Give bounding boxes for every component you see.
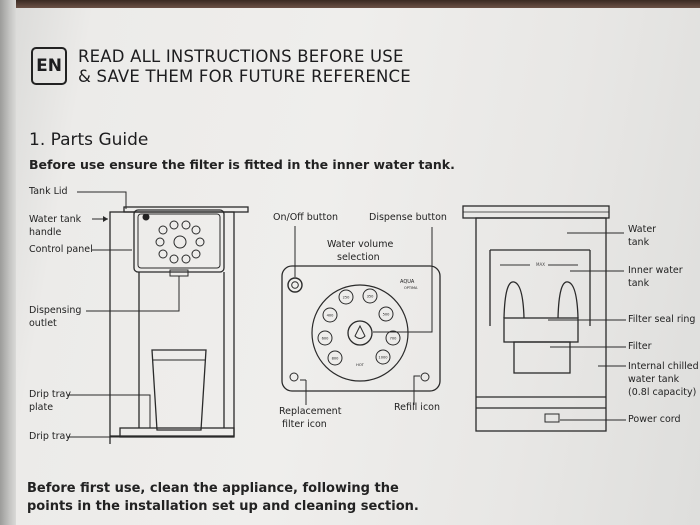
outro-line-2: points in the installation set up and cl… bbox=[27, 499, 419, 514]
label-inner-water-tank-1: Inner water bbox=[628, 265, 683, 276]
section-title: 1. Parts Guide bbox=[29, 130, 149, 150]
label-on-off-button: On/Off button bbox=[273, 212, 339, 223]
label-filter: Filter bbox=[628, 341, 652, 352]
label-tank-lid: Tank Lid bbox=[29, 186, 68, 197]
language-badge: EN bbox=[31, 47, 67, 85]
label-water-volume-2: selection bbox=[337, 252, 380, 263]
label-replacement-filter-2: filter icon bbox=[282, 419, 327, 430]
label-filter-seal-ring: Filter seal ring bbox=[628, 314, 696, 325]
volume-btn-700: 700 bbox=[390, 337, 398, 341]
label-water-volume-1: Water volume bbox=[327, 239, 394, 250]
volume-btn-350: 350 bbox=[367, 295, 375, 299]
heading-line-1: READ ALL INSTRUCTIONS BEFORE USE bbox=[78, 47, 404, 66]
label-refill-icon: Refill icon bbox=[394, 402, 440, 413]
volume-btn-600: 600 bbox=[322, 337, 330, 341]
label-internal-chilled-2: water tank bbox=[628, 374, 680, 385]
label-drip-tray-plate-1: Drip tray bbox=[29, 389, 71, 400]
label-internal-chilled-3: (0.8l capacity) bbox=[628, 387, 697, 398]
front-view-dispenser bbox=[109, 206, 249, 444]
label-inner-water-tank-2: tank bbox=[628, 278, 650, 289]
brand-logo-line2: OPTIMA bbox=[404, 286, 418, 290]
label-water-tank-1: Water bbox=[628, 224, 657, 235]
label-power-cord: Power cord bbox=[628, 414, 681, 425]
outro-line-1: Before first use, clean the appliance, f… bbox=[27, 481, 399, 496]
max-mark: MAX bbox=[536, 262, 545, 267]
volume-btn-400: 400 bbox=[327, 314, 335, 318]
label-dispensing-outlet-2: outlet bbox=[29, 318, 57, 329]
side-view-dispenser bbox=[462, 205, 610, 432]
label-drip-tray: Drip tray bbox=[29, 431, 71, 442]
label-dispensing-outlet-1: Dispensing bbox=[29, 305, 82, 316]
label-dispense-button: Dispense button bbox=[369, 212, 447, 223]
page-binding-shadow bbox=[0, 0, 16, 525]
label-replacement-filter-1: Replacement bbox=[279, 406, 342, 417]
label-water-tank-handle-1: Water tank bbox=[29, 214, 82, 225]
heading-line-2: & SAVE THEM FOR FUTURE REFERENCE bbox=[78, 67, 411, 86]
hot-indicator: HOT bbox=[356, 363, 365, 367]
volume-btn-1000: 1000 bbox=[378, 356, 388, 360]
outro-text: Before first use, clean the appliance, f… bbox=[27, 480, 419, 516]
label-water-tank-2: tank bbox=[628, 237, 650, 248]
label-drip-tray-plate-2: plate bbox=[29, 402, 54, 413]
intro-text: Before use ensure the filter is fitted i… bbox=[29, 157, 455, 172]
front-view-buttons bbox=[155, 220, 205, 264]
brand-logo-line1: AQUA bbox=[400, 279, 415, 285]
control-panel-view bbox=[281, 265, 441, 392]
label-internal-chilled-1: Internal chilled bbox=[628, 361, 699, 372]
table-edge bbox=[0, 0, 700, 8]
volume-btn-800: 800 bbox=[332, 357, 340, 361]
volume-btn-250: 250 bbox=[343, 296, 351, 300]
label-control-panel: Control panel bbox=[29, 244, 93, 255]
label-water-tank-handle-2: handle bbox=[29, 227, 62, 238]
volume-btn-500: 500 bbox=[383, 313, 391, 317]
